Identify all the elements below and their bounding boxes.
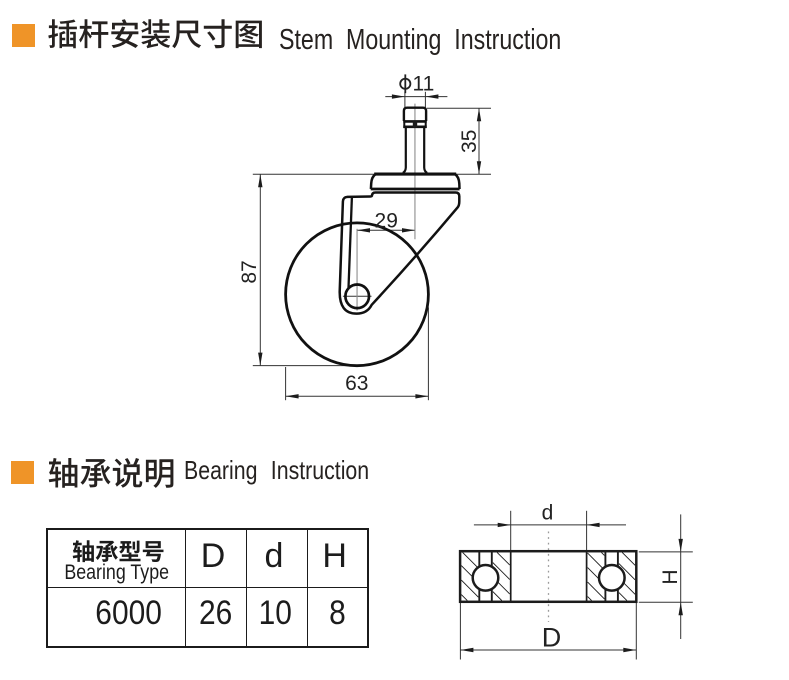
heading-en-bearing: Bearing Instruction <box>183 454 369 485</box>
caster-outline <box>284 106 461 368</box>
label-outer-diameter: D <box>542 622 562 652</box>
dim-overall-height: 87 <box>238 260 261 283</box>
cell-D: 26 <box>185 586 247 648</box>
dim-stem-diameter: 11 <box>413 72 435 95</box>
label-inner-diameter: d <box>542 502 554 525</box>
heading-zh-bearing <box>48 458 173 488</box>
bearing-type-en: Bearing Type <box>64 560 170 584</box>
label-width: H <box>659 569 682 584</box>
dim-swivel-offset: 29 <box>375 209 398 232</box>
section-bullet-bearing <box>11 460 34 484</box>
heading-en-stem: Stem Mounting Instruction <box>278 24 562 56</box>
col-header-D: D <box>185 528 247 588</box>
dim-wheel-diameter: 63 <box>345 372 368 395</box>
heading-zh-stem <box>47 19 262 49</box>
diameter-symbol <box>399 74 412 94</box>
dim-stem-length: 35 <box>458 130 481 153</box>
cell-bearing-type: 6000 <box>46 586 187 648</box>
cell-H: 8 <box>307 586 369 648</box>
section-bullet-stem <box>11 23 35 47</box>
bearing-type-header-cell: Bearing Type <box>46 528 187 588</box>
col-header-H: H <box>307 528 369 588</box>
bearing-table-header-row: Bearing Type D d H <box>46 528 369 588</box>
bearing-table-data-row: 6000 26 10 8 <box>46 586 369 648</box>
cell-d: 10 <box>245 586 309 648</box>
col-header-d: d <box>245 528 309 588</box>
bearing-table: Bearing Type D d H 6000 26 10 8 <box>46 528 370 648</box>
stem-extension-lines <box>252 91 491 401</box>
bearing-section <box>458 549 638 604</box>
bearing-type-zh <box>72 540 164 563</box>
